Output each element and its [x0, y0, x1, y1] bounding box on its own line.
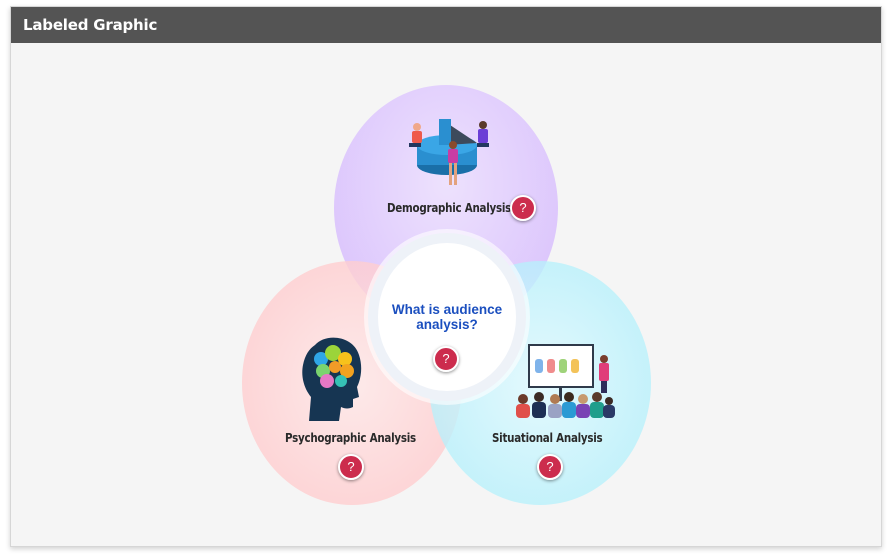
title-bar: Labeled Graphic	[11, 7, 881, 43]
situational-label: Situational Analysis	[492, 431, 603, 445]
center-question: What is audience analysis?	[391, 302, 503, 332]
labeled-graphic-panel: Labeled Graphic Demographic Analysis ?	[10, 6, 882, 547]
pie-chart-people-icon	[409, 119, 489, 185]
window-title: Labeled Graphic	[23, 16, 158, 34]
psychographic-label: Psychographic Analysis	[285, 431, 416, 445]
psychographic-help-button[interactable]: ?	[338, 454, 364, 480]
presentation-audience-icon	[516, 344, 615, 418]
brain-head-icon	[302, 337, 362, 421]
situational-help-button[interactable]: ?	[537, 454, 563, 480]
demographic-label: Demographic Analysis	[387, 201, 512, 215]
venn-stage: Demographic Analysis ? What is audience …	[11, 43, 881, 546]
center-help-button[interactable]: ?	[433, 346, 459, 372]
demographic-help-button[interactable]: ?	[510, 195, 536, 221]
